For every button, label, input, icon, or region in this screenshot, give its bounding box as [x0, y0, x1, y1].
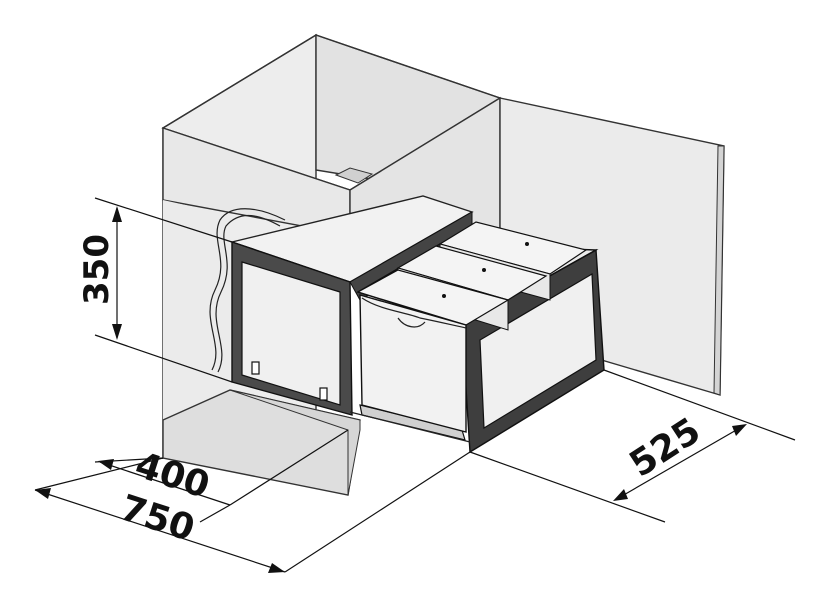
height-ext-top: [94, 197, 233, 243]
sink-bowl: [334, 167, 374, 184]
bin-pin-3: [525, 242, 529, 246]
depth-arrow-front: [613, 489, 628, 501]
bin-rim-curve: [361, 297, 467, 329]
drawer-right-panel: [479, 272, 597, 430]
w400-arrow-left: [98, 459, 114, 470]
height-label: 350: [77, 234, 117, 305]
depth-ext-front: [469, 451, 666, 523]
cabinet-lower-front: [163, 200, 230, 458]
fixed-bin-latch-left: [251, 361, 260, 375]
fixed-bin-frame: [229, 195, 474, 416]
height-arrow-bottom: [112, 324, 122, 340]
depth-ext-back: [603, 369, 796, 441]
drawer-bins: [356, 221, 588, 433]
runner-line: [349, 411, 471, 443]
fixed-bin-latch-right: [319, 387, 328, 401]
w750-ext-mid: [199, 504, 231, 523]
w750-arrow-right: [268, 563, 285, 573]
w750-ext-right: [284, 451, 471, 573]
w400-dim-line: [99, 461, 231, 506]
bin-front-top: [356, 269, 510, 326]
w750-dim-line: [34, 489, 286, 573]
w400-ext-right: [229, 429, 349, 506]
drain-hose: [209, 208, 286, 371]
height-arrow-top: [112, 206, 122, 222]
bin-handle-cutout: [397, 317, 426, 328]
cabinet: [161, 33, 502, 496]
door-edge: [713, 145, 725, 396]
bin-front-face: [359, 294, 467, 433]
height-ext-bottom: [94, 334, 233, 383]
dimension-lines: [34, 197, 796, 573]
depth-arrow-back: [732, 424, 747, 436]
depth-label: 525: [623, 410, 708, 485]
cabinet-floor-front: [229, 389, 361, 496]
pull-out-drawer: [349, 243, 605, 454]
w750-ext-left: [34, 457, 164, 491]
fixed-bin-front-panel: [241, 261, 341, 406]
bin-pin-1: [442, 294, 446, 298]
w750-arrow-left: [35, 488, 51, 499]
drain-hose-2: [215, 215, 281, 373]
depth-dim-line: [614, 424, 746, 501]
bin-pin-2: [482, 268, 486, 272]
